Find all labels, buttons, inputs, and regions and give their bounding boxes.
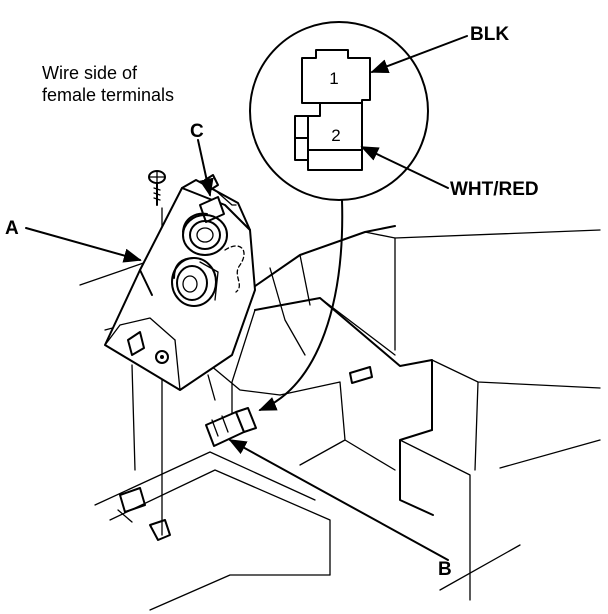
callout-a-label: A	[5, 218, 19, 239]
terminal-1-label: 1	[329, 69, 338, 88]
mounting-screw	[148, 170, 166, 206]
connector-face	[294, 49, 371, 171]
callout-a-arrow	[25, 227, 142, 263]
console-connector	[205, 407, 257, 447]
callout-b-label: B	[438, 559, 452, 580]
power-socket-lower	[171, 257, 219, 307]
socket-bracket	[104, 174, 256, 391]
wire-blk-label: BLK	[470, 24, 509, 45]
center-console	[79, 170, 601, 611]
connector-detail-circle: 1 2	[249, 21, 429, 201]
whtred-leader-arrow	[360, 146, 449, 189]
callout-c-arrow	[197, 139, 214, 197]
detail-to-connector-arrow	[258, 199, 344, 411]
callout-c-label: C	[190, 121, 204, 142]
callout-b-arrow	[228, 439, 449, 561]
caption-line-1: Wire side of	[42, 63, 138, 83]
terminal-2-label: 2	[331, 126, 340, 145]
caption-line-2: female terminals	[42, 85, 174, 105]
blk-leader-arrow	[370, 35, 468, 73]
power-socket-upper	[182, 212, 228, 256]
wire-whtred-label: WHT/RED	[450, 179, 539, 200]
